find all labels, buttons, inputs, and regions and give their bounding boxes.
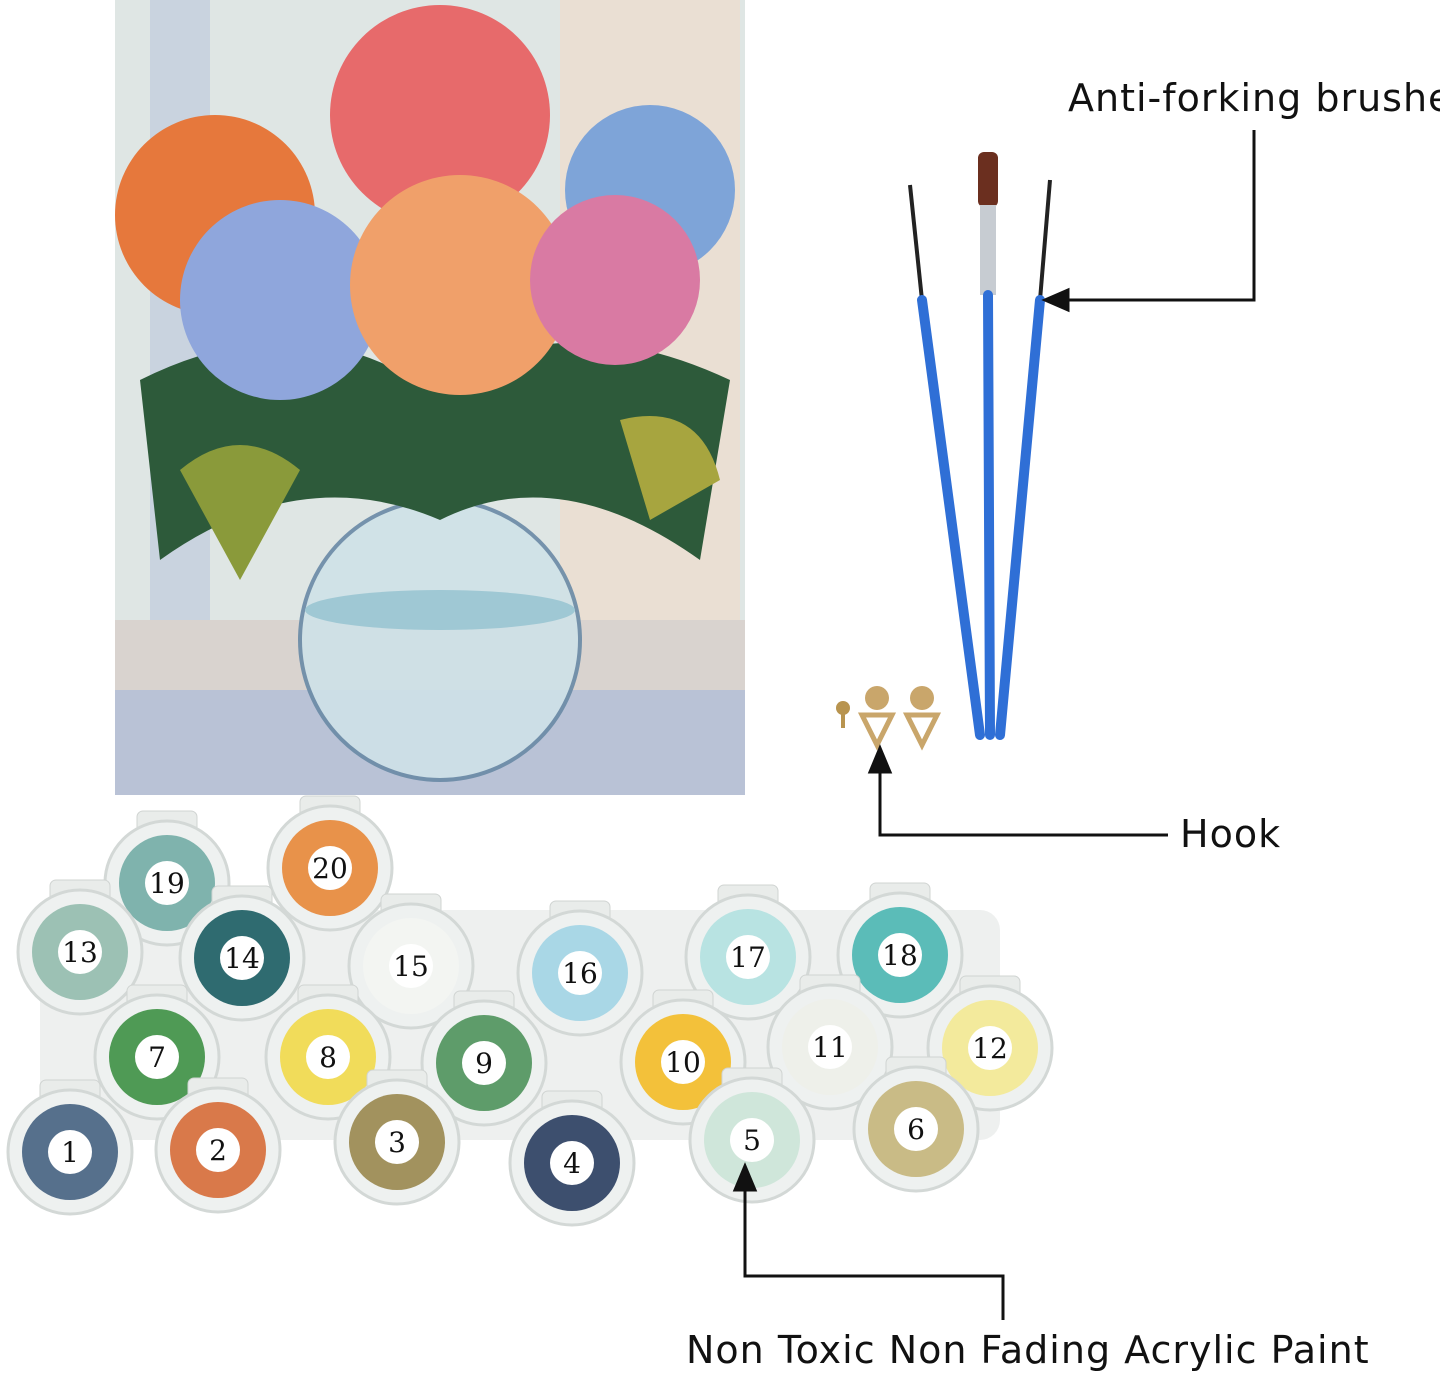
pot-number: 8	[319, 1041, 337, 1074]
paint-pot-15: 15	[347, 893, 475, 1030]
arrow-head-icon	[867, 744, 893, 774]
number-sticker	[878, 933, 922, 977]
number-sticker	[661, 1040, 705, 1084]
pot-number: 1	[61, 1136, 79, 1169]
number-sticker	[730, 1118, 774, 1162]
pot-number: 3	[388, 1126, 406, 1159]
pot-number: 11	[812, 1031, 848, 1064]
pot-number: 4	[563, 1147, 581, 1180]
paint-callout-line	[743, 1185, 1005, 1320]
paint-label: Non Toxic Non Fading Acrylic Paint	[686, 1328, 1370, 1372]
paint-pot-11: 11	[766, 974, 894, 1111]
number-sticker	[135, 1035, 179, 1079]
number-sticker	[968, 1026, 1012, 1070]
paint-brushes	[908, 152, 1052, 740]
paint-pot-5: 5	[688, 1067, 816, 1204]
paint-pot-14: 14	[178, 885, 306, 1022]
callout-lines	[732, 130, 1256, 1320]
brushes-label: Anti-forking brushes	[1068, 76, 1440, 120]
pot-number: 12	[972, 1032, 1008, 1065]
number-sticker	[375, 1120, 419, 1164]
pot-number: 7	[148, 1041, 166, 1074]
paint-pot-7: 7	[93, 984, 221, 1121]
paint-pot-20: 20	[266, 795, 394, 932]
pot-number: 5	[743, 1124, 761, 1157]
hydrangea-painting	[115, 0, 745, 795]
pot-number: 2	[209, 1134, 227, 1167]
pot-number: 13	[62, 936, 98, 969]
number-sticker	[808, 1025, 852, 1069]
pot-number: 18	[882, 939, 918, 972]
number-sticker	[462, 1041, 506, 1085]
number-sticker	[550, 1141, 594, 1185]
paint-pot-4: 4	[508, 1090, 636, 1227]
paint-pot-2: 2	[154, 1077, 282, 1214]
number-sticker	[894, 1107, 938, 1151]
paint-pot-8: 8	[264, 984, 392, 1121]
number-sticker	[196, 1128, 240, 1172]
paint-pot-17: 17	[684, 884, 812, 1021]
paint-pot-16: 16	[516, 900, 644, 1037]
hook-callout-line	[878, 765, 1168, 837]
paint-pot-1: 1	[6, 1079, 134, 1216]
pot-number: 14	[224, 942, 260, 975]
paint-pot-3: 3	[333, 1069, 461, 1206]
brushes-callout-line	[1060, 130, 1256, 302]
pot-number: 19	[149, 867, 185, 900]
arrow-head-icon	[732, 1162, 758, 1192]
paint-pot-9: 9	[420, 990, 548, 1127]
number-sticker	[58, 930, 102, 974]
pot-number: 6	[907, 1113, 925, 1146]
number-sticker	[48, 1130, 92, 1174]
number-sticker	[306, 1035, 350, 1079]
pot-number: 15	[393, 950, 429, 983]
paint-pot-18: 18	[836, 882, 964, 1019]
pot-number: 20	[312, 852, 348, 885]
paint-pot-13: 13	[16, 879, 144, 1016]
pot-number: 10	[665, 1046, 701, 1079]
pot-number: 17	[730, 941, 766, 974]
number-sticker	[389, 944, 433, 988]
number-sticker	[558, 951, 602, 995]
number-sticker	[220, 936, 264, 980]
pot-number: 16	[562, 957, 598, 990]
arrow-head-icon	[1041, 287, 1070, 313]
number-sticker	[726, 935, 770, 979]
hooks	[836, 686, 942, 751]
pot-number: 9	[475, 1047, 493, 1080]
number-sticker	[308, 846, 352, 890]
paint-pot-6: 6	[852, 1056, 980, 1193]
hook-label: Hook	[1180, 812, 1282, 856]
number-sticker	[145, 861, 189, 905]
paint-pot-12: 12	[926, 975, 1054, 1112]
